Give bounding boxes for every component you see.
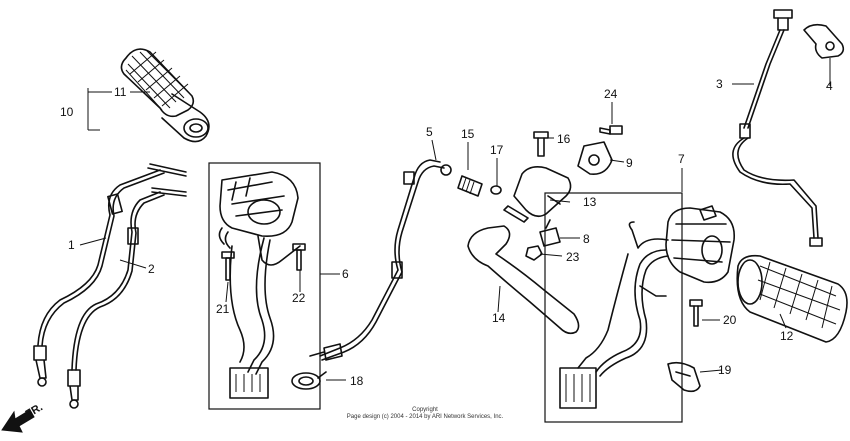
callout-12: 12 bbox=[780, 329, 794, 343]
throttle-cable-1[interactable] bbox=[33, 163, 187, 387]
callout-6: 6 bbox=[342, 267, 349, 281]
nut-23[interactable] bbox=[525, 245, 543, 261]
cable-adjuster[interactable] bbox=[457, 175, 483, 197]
clutch-cable[interactable] bbox=[309, 159, 452, 361]
left-switch-frame bbox=[208, 162, 321, 410]
pivot-bolt-16[interactable] bbox=[533, 131, 549, 157]
callout-23: 23 bbox=[566, 250, 580, 264]
leader-lines bbox=[79, 58, 831, 381]
callout-20: 20 bbox=[723, 313, 737, 327]
direction-label: FR. bbox=[24, 401, 45, 420]
callout-1: 1 bbox=[68, 238, 75, 252]
throttle-cable-2[interactable] bbox=[67, 187, 187, 409]
cable-clamp[interactable] bbox=[291, 371, 327, 390]
right-switch-frame bbox=[544, 192, 683, 423]
callout-8: 8 bbox=[583, 232, 590, 246]
right-switch-housing[interactable] bbox=[559, 205, 736, 409]
callout-7: 7 bbox=[678, 152, 685, 166]
callout-3: 3 bbox=[716, 77, 723, 91]
callout-18: 18 bbox=[350, 374, 364, 388]
clutch-switch[interactable] bbox=[539, 219, 561, 247]
copyright-notice: Copyright Page design (c) 2004 - 2014 by… bbox=[347, 407, 504, 420]
callout-19: 19 bbox=[718, 363, 732, 377]
callout-16: 16 bbox=[557, 132, 571, 146]
left-grip[interactable] bbox=[120, 48, 210, 143]
callout-5: 5 bbox=[426, 125, 433, 139]
wire-clip-19[interactable] bbox=[667, 361, 701, 393]
callout-14: 14 bbox=[492, 311, 506, 325]
callout-10: 10 bbox=[60, 105, 74, 119]
lock-washer[interactable] bbox=[490, 185, 502, 195]
copyright-line-1: Copyright bbox=[412, 407, 438, 413]
lever-holder-clamp[interactable] bbox=[577, 141, 613, 176]
callout-9: 9 bbox=[626, 156, 633, 170]
choke-bracket[interactable] bbox=[803, 23, 845, 59]
front-direction-arrow: FR. bbox=[1, 401, 45, 433]
callout-17: 17 bbox=[490, 143, 504, 157]
callout-24: 24 bbox=[604, 87, 618, 101]
screw-21[interactable] bbox=[221, 251, 235, 281]
callout-11: 11 bbox=[114, 85, 127, 99]
clutch-lever[interactable] bbox=[467, 225, 580, 335]
copyright-line-2: Page design (c) 2004 - 2014 by ARI Netwo… bbox=[347, 414, 504, 420]
callout-labels: 10 11 1 2 3 4 5 6 7 8 9 12 13 14 15 16 1… bbox=[60, 77, 833, 388]
callout-15: 15 bbox=[461, 127, 475, 141]
lever-holder[interactable] bbox=[503, 166, 572, 223]
choke-cable[interactable] bbox=[732, 9, 823, 247]
callout-21: 21 bbox=[216, 302, 230, 316]
callout-2: 2 bbox=[148, 262, 155, 276]
callout-13: 13 bbox=[583, 195, 597, 209]
right-grip[interactable] bbox=[736, 254, 848, 343]
callout-22: 22 bbox=[292, 291, 306, 305]
bolt-24[interactable] bbox=[599, 125, 623, 135]
screw-22[interactable] bbox=[292, 243, 306, 271]
callout-4: 4 bbox=[826, 79, 833, 93]
left-switch-housing[interactable] bbox=[218, 171, 301, 399]
screw-20[interactable] bbox=[689, 299, 703, 327]
